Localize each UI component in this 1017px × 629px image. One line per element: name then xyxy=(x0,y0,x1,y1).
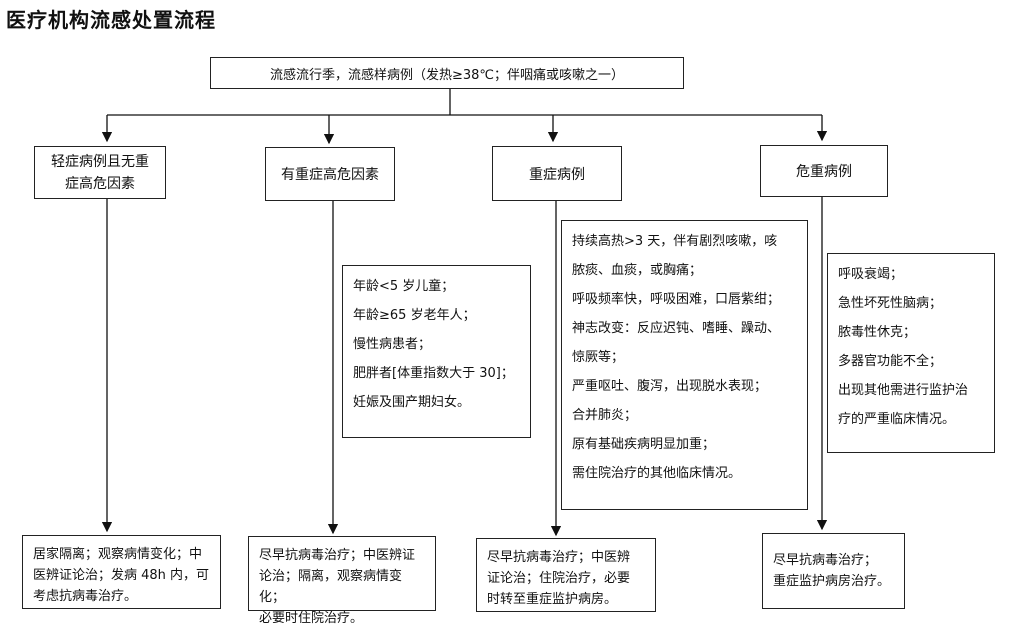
category-mild: 轻症病例且无重症高危因素 xyxy=(51,153,149,192)
severe-criterion: 呼吸频率快，呼吸困难，口唇紫绀； xyxy=(572,292,781,307)
critical-criterion: 出现其他需进行监护治 xyxy=(838,383,969,398)
category-mild-box: 轻症病例且无重症高危因素 xyxy=(34,146,166,199)
high-risk-factor: 慢性病患者； xyxy=(353,337,432,352)
flu-case-definition-box: 流感流行季，流感样病例（发热≥38℃；伴咽痛或咳嗽之一） xyxy=(210,57,684,89)
severe-criterion: 需住院治疗的其他临床情况。 xyxy=(572,466,742,481)
severe-criterion: 神志改变：反应迟钝、嗜睡、躁动、 xyxy=(572,321,781,336)
action-mild-line: 居家隔离；观察病情变化；中 xyxy=(33,547,203,562)
action-critical-line: 重症监护病房治疗。 xyxy=(773,574,891,589)
action-critical-line: 尽早抗病毒治疗； xyxy=(773,553,878,568)
critical-criterion: 多器官功能不全； xyxy=(838,354,943,369)
critical-criterion: 脓毒性休克； xyxy=(838,325,917,340)
category-critical-box: 危重病例 xyxy=(760,145,888,197)
high-risk-factor: 肥胖者[体重指数大于 30]； xyxy=(353,366,514,381)
severe-criteria-box: 持续高热>3 天，伴有剧烈咳嗽，咳 脓痰、血痰，或胸痛； 呼吸频率快，呼吸困难，… xyxy=(561,220,808,510)
action-mild-box: 居家隔离；观察病情变化；中 医辨证论治；发病 48h 内，可 考虑抗病毒治疗。 xyxy=(22,535,221,609)
action-high-risk-line: 尽早抗病毒治疗；中医辨证 xyxy=(259,548,416,563)
severe-criterion: 持续高热>3 天，伴有剧烈咳嗽，咳 xyxy=(572,234,778,249)
critical-criterion: 呼吸衰竭； xyxy=(838,267,904,282)
critical-criterion: 急性坏死性脑病； xyxy=(838,296,943,311)
action-mild-line: 医辨证论治；发病 48h 内，可 xyxy=(33,568,210,583)
category-severe-box: 重症病例 xyxy=(492,146,622,201)
high-risk-factor: 妊娠及围产期妇女。 xyxy=(353,395,471,410)
action-high-risk-box: 尽早抗病毒治疗；中医辨证 论治；隔离，观察病情变化； 必要时住院治疗。 xyxy=(248,536,436,626)
action-severe-line: 证论治；住院治疗，必要 xyxy=(487,571,631,586)
action-high-risk-line: 论治；隔离，观察病情变化； xyxy=(259,569,403,605)
category-high-risk: 有重症高危因素 xyxy=(281,167,379,183)
action-high-risk-line: 必要时住院治疗。 xyxy=(259,611,364,626)
severe-criterion: 严重呕吐、腹泻，出现脱水表现； xyxy=(572,379,768,394)
high-risk-factor: 年龄<5 岁儿童； xyxy=(353,279,455,294)
severe-criterion: 脓痰、血痰，或胸痛； xyxy=(572,263,703,278)
action-severe-line: 尽早抗病毒治疗；中医辨 xyxy=(487,550,631,565)
high-risk-factor: 年龄≥65 岁老年人； xyxy=(353,308,476,323)
high-risk-factors-box: 年龄<5 岁儿童； 年龄≥65 岁老年人； 慢性病患者； 肥胖者[体重指数大于 … xyxy=(342,265,531,438)
critical-criterion: 疗的严重临床情况。 xyxy=(838,412,956,427)
severe-criterion: 惊厥等； xyxy=(572,350,625,365)
action-severe-box: 尽早抗病毒治疗；中医辨 证论治；住院治疗，必要 时转至重症监护病房。 xyxy=(476,538,656,612)
action-severe-line: 时转至重症监护病房。 xyxy=(487,592,618,607)
category-high-risk-box: 有重症高危因素 xyxy=(265,147,395,201)
category-severe: 重症病例 xyxy=(529,166,585,183)
severe-criterion: 原有基础疾病明显加重； xyxy=(572,437,716,452)
critical-criteria-box: 呼吸衰竭； 急性坏死性脑病； 脓毒性休克； 多器官功能不全； 出现其他需进行监护… xyxy=(827,253,995,453)
severe-criterion: 合并肺炎； xyxy=(572,408,638,423)
action-critical-box: 尽早抗病毒治疗； 重症监护病房治疗。 xyxy=(762,533,905,609)
page-title: 医疗机构流感处置流程 xyxy=(6,8,216,32)
category-critical: 危重病例 xyxy=(796,164,852,180)
flu-case-definition: 流感流行季，流感样病例（发热≥38℃；伴咽痛或咳嗽之一） xyxy=(269,67,625,83)
action-mild-line: 考虑抗病毒治疗。 xyxy=(33,589,138,604)
